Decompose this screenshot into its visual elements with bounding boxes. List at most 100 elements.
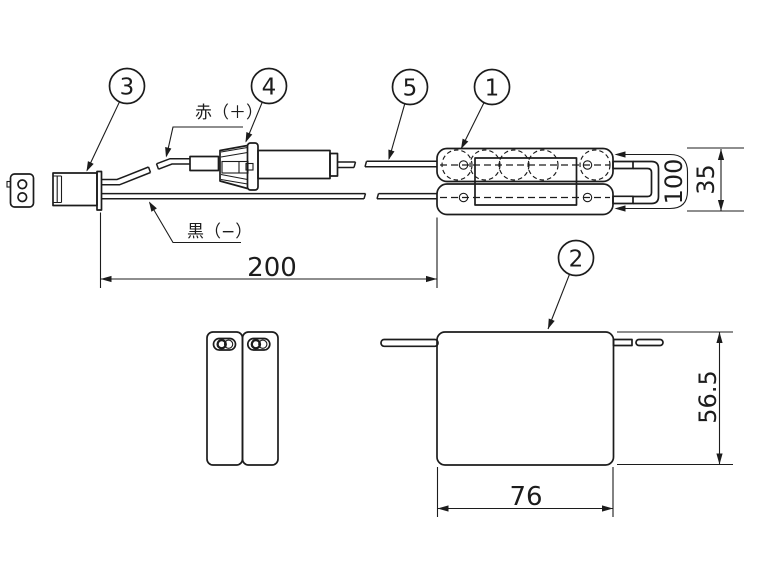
red-wire <box>101 155 220 186</box>
balloon-circle <box>391 68 429 106</box>
dimension-lines <box>99 212 438 288</box>
dimension-lead-length: 200 <box>99 212 438 288</box>
dimension-arrow <box>717 200 725 211</box>
balloon-circle <box>557 239 595 277</box>
leader-arrow <box>461 138 469 149</box>
pack-row-bottom <box>436 183 614 216</box>
cell-outline-5 <box>579 149 611 181</box>
fuse-barrel <box>257 149 331 180</box>
balloon-number: 3 <box>120 75 135 101</box>
dimension-arrow <box>717 149 725 160</box>
black-wire-label: 黒（−） <box>149 201 252 244</box>
red-wire-segment-1 <box>101 166 152 186</box>
pack-label-wrap <box>474 157 578 206</box>
slot-circle-thin <box>258 339 268 349</box>
pack-tab-top <box>612 160 634 170</box>
leader-arrow <box>388 149 395 160</box>
pack-strap-inner <box>633 167 653 198</box>
cell-stick-right <box>241 331 279 466</box>
balloon-4: 4 <box>245 67 288 143</box>
dimension-arrow <box>437 505 449 512</box>
terminal-dot-bottom-left <box>458 192 469 203</box>
fuse-cap-taper <box>219 144 248 190</box>
balloon-circle <box>108 67 146 105</box>
wire-ferrule <box>189 155 220 172</box>
balloon-3: 3 <box>86 67 146 172</box>
terminal-dot-bottom-right <box>582 192 593 203</box>
leader-arrow <box>149 201 157 212</box>
connector-pin-hole-bottom <box>17 192 28 203</box>
case-body <box>436 331 615 466</box>
black-wire-leader <box>149 202 241 244</box>
fuse-holder <box>219 142 357 191</box>
connector-front-latch <box>6 180 12 188</box>
dimension-pack-length: 100 <box>614 151 689 212</box>
black-wire-segment-2 <box>376 192 437 200</box>
cells-side-view <box>206 331 279 466</box>
balloon-circle <box>473 68 511 106</box>
connector-pin-hole-top <box>17 179 28 190</box>
dimension-case-width: 76 <box>436 467 614 517</box>
battery-pack-top-view <box>436 147 660 216</box>
dimension-pack-width: 35 <box>687 147 744 212</box>
stick-slot-left <box>212 337 237 351</box>
connector-body <box>52 172 98 207</box>
connector-latch-detail <box>53 175 63 204</box>
leader-arrow <box>86 161 94 172</box>
fuse-barrel-endcap <box>329 152 339 177</box>
leader-arrow <box>245 132 253 143</box>
cell-stick-left <box>206 331 244 466</box>
balloon-number: 2 <box>569 247 584 273</box>
pack-tab-bottom <box>612 195 634 205</box>
leader-arrow <box>548 318 555 329</box>
dimension-lines <box>617 331 733 466</box>
terminal-dot-top-right <box>582 160 593 170</box>
pack-case-side-view <box>380 331 664 466</box>
red-wire-leader <box>165 126 243 157</box>
balloon-1: 1 <box>460 68 511 150</box>
cell-outline-4 <box>527 149 559 181</box>
balloon-leader <box>86 101 120 171</box>
dimension-text-100: 100 <box>660 159 688 205</box>
balloon-leader <box>388 103 406 160</box>
balloon-2: 2 <box>547 239 595 330</box>
connector-flange <box>96 170 103 211</box>
dimension-text-76: 76 <box>509 482 542 512</box>
balloon-number: 4 <box>262 75 277 101</box>
fuse-cap-window <box>221 160 249 174</box>
dimension-text-35: 35 <box>692 164 720 195</box>
case-tab-1 <box>612 338 633 347</box>
cell-outline-3 <box>498 149 530 181</box>
fuse-wire-stub <box>337 161 357 169</box>
balloon-circle <box>250 67 288 105</box>
dimension-arrow <box>426 275 437 283</box>
dimension-arrow <box>716 332 723 343</box>
dimension-arrow <box>716 453 723 465</box>
balloon-number: 5 <box>403 76 418 102</box>
dimension-text-200: 200 <box>247 253 297 283</box>
pack-strap-outer <box>633 160 660 205</box>
black-wire-segment-1 <box>101 192 367 200</box>
case-lead-wire <box>380 338 439 348</box>
fuse-cap-latch <box>245 162 254 171</box>
red-wire-segment-2 <box>155 157 190 170</box>
red-wire-label: 赤（＋） <box>165 103 263 158</box>
balloon-5: 5 <box>388 68 429 160</box>
dimension-arrow <box>614 151 626 158</box>
fuse-cap-ribs <box>220 146 248 185</box>
slot-circle-thin <box>223 339 234 349</box>
cell-outline-1 <box>441 149 473 181</box>
black-wire-label-text: 黒（−） <box>187 222 252 242</box>
connector-front-view <box>6 173 35 208</box>
leader-arrow <box>165 147 172 158</box>
dimension-lines <box>436 467 614 517</box>
connector-front-body <box>9 173 35 208</box>
dimension-text-56-5: 56.5 <box>694 370 722 423</box>
black-wire <box>101 192 437 200</box>
dimension-arrow <box>100 275 112 283</box>
terminal-dot-top-left <box>458 160 469 170</box>
dimension-case-height: 56.5 <box>617 331 733 466</box>
upper-lead-wire <box>364 160 437 168</box>
dimension-loop-line <box>616 153 689 210</box>
